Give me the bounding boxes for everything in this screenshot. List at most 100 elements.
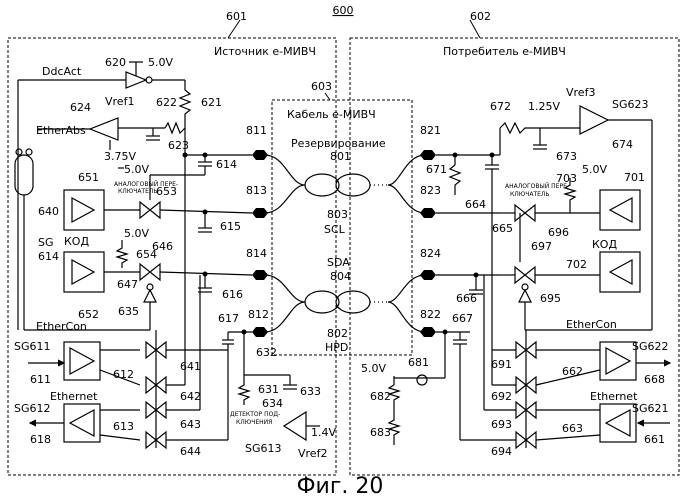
label-5v-sink-b: 5.0V bbox=[361, 362, 386, 375]
label-switch2b: КЛЮЧАТЕЛЬ bbox=[510, 191, 550, 198]
label-etherabs: EtherAbs bbox=[36, 124, 86, 137]
label-vref1: Vref1 bbox=[105, 95, 134, 108]
label-vref3: Vref3 bbox=[566, 86, 595, 99]
label-823: 823 bbox=[420, 184, 441, 197]
label-620: 620 bbox=[105, 56, 126, 69]
pair1-ref2: 803 bbox=[327, 208, 348, 221]
label-623: 623 bbox=[168, 139, 189, 152]
label-647: 647 bbox=[117, 278, 138, 291]
label-643: 643 bbox=[180, 418, 201, 431]
sink-title: Потребитель е-МИВЧ bbox=[443, 45, 566, 58]
pair2-ref: 804 bbox=[330, 270, 351, 283]
label-sg-614: 614 bbox=[38, 250, 59, 263]
label-ethercon-source: EtherCon bbox=[36, 320, 87, 333]
pair2-hpd: HPD bbox=[325, 341, 348, 354]
label-c616: 616 bbox=[222, 288, 243, 301]
label-ethernet-sink: Ethernet bbox=[590, 390, 638, 403]
label-632: 632 bbox=[256, 346, 277, 359]
label-813: 813 bbox=[246, 184, 267, 197]
label-5v-b: 5.0V bbox=[124, 163, 149, 176]
pair1-name: SCL bbox=[324, 223, 346, 236]
label-674: 674 bbox=[612, 138, 633, 151]
label-694: 694 bbox=[491, 445, 512, 458]
label-5v-c: 5.0V bbox=[124, 227, 149, 240]
label-691: 691 bbox=[491, 358, 512, 371]
label-664: 664 bbox=[465, 198, 486, 211]
label-693: 693 bbox=[491, 418, 512, 431]
label-703: 703 bbox=[556, 172, 577, 185]
label-701: 701 bbox=[624, 171, 645, 184]
label-634: 634 bbox=[262, 397, 283, 410]
label-621: 621 bbox=[201, 96, 222, 109]
label-det1: ДЕТЕКТОР ПОД- bbox=[230, 411, 280, 418]
cable-pair-upper bbox=[265, 155, 425, 213]
label-624: 624 bbox=[70, 101, 91, 114]
label-692: 692 bbox=[491, 390, 512, 403]
source-title: Источник е-МИВЧ bbox=[214, 45, 316, 58]
figure-caption: Фиг. 20 bbox=[297, 474, 384, 499]
label-613: 613 bbox=[113, 420, 134, 433]
label-814: 814 bbox=[246, 247, 267, 260]
label-kod-sink: КОД bbox=[592, 238, 617, 251]
label-ddcact: DdcAct bbox=[42, 65, 82, 78]
label-668: 668 bbox=[644, 373, 665, 386]
label-641: 641 bbox=[180, 360, 201, 373]
label-c615: 615 bbox=[220, 220, 241, 233]
pair2-ref2: 802 bbox=[327, 327, 348, 340]
label-618: 618 bbox=[30, 433, 51, 446]
label-811: 811 bbox=[246, 124, 267, 137]
source-ref: 601 bbox=[226, 10, 247, 23]
label-c617: 617 bbox=[218, 312, 239, 325]
label-sg621: SG621 bbox=[632, 402, 669, 415]
label-633: 633 bbox=[300, 385, 321, 398]
label-667: 667 bbox=[452, 312, 473, 325]
label-switch1b: КЛЮЧАТЕЛЬ bbox=[118, 188, 158, 195]
sink-circuit: 671 664 672 1.25V 673 Vref3 SG623 674 АН… bbox=[361, 86, 670, 458]
label-622: 622 bbox=[156, 96, 177, 109]
label-651: 651 bbox=[78, 171, 99, 184]
label-697: 697 bbox=[531, 240, 552, 253]
label-644: 644 bbox=[180, 445, 201, 458]
figure-number: 600 bbox=[333, 4, 354, 17]
label-640: 640 bbox=[38, 205, 59, 218]
label-631: 631 bbox=[258, 383, 279, 396]
label-ethernet-source: Ethernet bbox=[50, 390, 98, 403]
label-653: 653 bbox=[156, 185, 177, 198]
label-671: 671 bbox=[426, 163, 447, 176]
label-sg622: SG622 bbox=[632, 340, 669, 353]
label-5v-sink: 5.0V bbox=[582, 163, 607, 176]
label-822: 822 bbox=[420, 308, 441, 321]
pair2-name: SDA bbox=[327, 256, 350, 269]
label-672: 672 bbox=[490, 100, 511, 113]
label-682: 682 bbox=[370, 390, 391, 403]
label-695: 695 bbox=[540, 292, 561, 305]
label-sg623: SG623 bbox=[612, 98, 649, 111]
cable-pair-lower bbox=[265, 275, 425, 332]
label-654: 654 bbox=[136, 248, 157, 261]
label-662: 662 bbox=[562, 365, 583, 378]
label-665: 665 bbox=[492, 222, 513, 235]
label-5v-a: 5.0V bbox=[148, 56, 173, 69]
label-611: 611 bbox=[30, 373, 51, 386]
label-sg613: SG613 bbox=[245, 442, 282, 455]
cable-reserved: Резервирование bbox=[291, 137, 386, 150]
label-c614: 614 bbox=[216, 158, 237, 171]
label-635: 635 bbox=[118, 305, 139, 318]
cable-ref: 603 bbox=[311, 80, 332, 93]
label-663: 663 bbox=[562, 422, 583, 435]
label-14v: 1.4V bbox=[311, 426, 336, 439]
pair1-ref: 801 bbox=[330, 150, 351, 163]
label-det1b: КЛЮЧЕНИЯ bbox=[236, 419, 272, 426]
label-sg611: SG611 bbox=[14, 340, 51, 353]
label-642: 642 bbox=[180, 390, 201, 403]
label-125v: 1.25V bbox=[528, 100, 560, 113]
label-702: 702 bbox=[566, 258, 587, 271]
label-824: 824 bbox=[420, 247, 441, 260]
label-821: 821 bbox=[420, 124, 441, 137]
label-681: 681 bbox=[408, 356, 429, 369]
label-sg: SG bbox=[38, 236, 54, 249]
label-683: 683 bbox=[370, 426, 391, 439]
label-sg612: SG612 bbox=[14, 402, 51, 415]
label-666: 666 bbox=[456, 292, 477, 305]
